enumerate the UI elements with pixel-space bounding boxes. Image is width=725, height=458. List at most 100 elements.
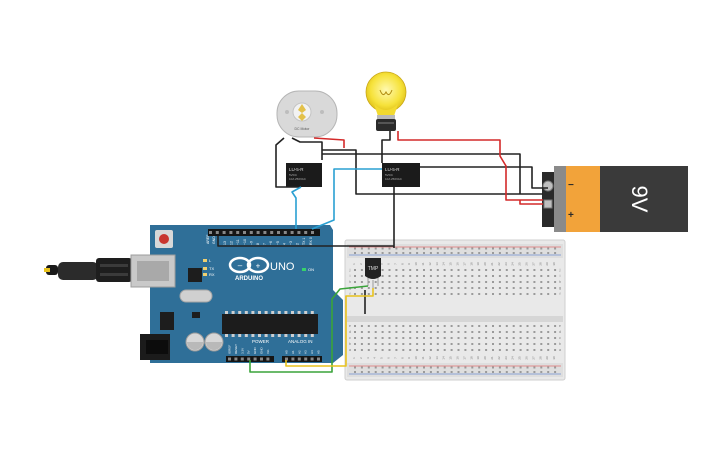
- breadboard-hole[interactable]: [478, 371, 481, 373]
- breadboard-hole[interactable]: [547, 371, 550, 373]
- breadboard-hole[interactable]: [388, 343, 391, 345]
- breadboard-hole[interactable]: [443, 337, 446, 339]
- breadboard-hole[interactable]: [540, 275, 543, 277]
- breadboard-hole[interactable]: [388, 247, 391, 250]
- breadboard-hole[interactable]: [367, 343, 370, 345]
- breadboard-hole[interactable]: [388, 349, 391, 351]
- breadboard-hole[interactable]: [450, 343, 453, 345]
- wire-bulb-to-battery-pos[interactable]: [397, 131, 543, 201]
- breadboard-hole[interactable]: [381, 281, 384, 283]
- breadboard-hole[interactable]: [374, 366, 377, 369]
- breadboard-hole[interactable]: [374, 287, 377, 289]
- breadboard-hole[interactable]: [367, 281, 370, 283]
- breadboard-hole[interactable]: [485, 366, 488, 369]
- breadboard-hole[interactable]: [381, 252, 384, 254]
- breadboard-hole[interactable]: [423, 293, 425, 295]
- breadboard-hole[interactable]: [429, 269, 432, 271]
- breadboard-hole[interactable]: [423, 349, 425, 351]
- breadboard-hole[interactable]: [423, 331, 425, 333]
- breadboard-hole[interactable]: [381, 287, 384, 289]
- header-pin[interactable]: [253, 357, 257, 361]
- header-pin[interactable]: [270, 231, 274, 234]
- breadboard-hole[interactable]: [443, 281, 446, 283]
- breadboard-hole[interactable]: [519, 281, 522, 283]
- breadboard-hole[interactable]: [402, 343, 405, 345]
- breadboard-hole[interactable]: [512, 371, 515, 373]
- breadboard-hole[interactable]: [498, 275, 501, 277]
- breadboard-hole[interactable]: [485, 331, 488, 333]
- breadboard-hole[interactable]: [416, 269, 419, 271]
- breadboard-hole[interactable]: [423, 366, 425, 369]
- breadboard-hole[interactable]: [512, 366, 515, 369]
- breadboard-hole[interactable]: [354, 275, 356, 277]
- breadboard-hole[interactable]: [519, 247, 522, 250]
- breadboard-hole[interactable]: [526, 343, 529, 345]
- breadboard-hole[interactable]: [554, 337, 557, 339]
- breadboard-hole[interactable]: [512, 252, 515, 254]
- breadboard-hole[interactable]: [395, 293, 398, 295]
- breadboard-hole[interactable]: [478, 252, 481, 254]
- breadboard-hole[interactable]: [547, 281, 550, 283]
- wire-relay2-to-battery-neg[interactable]: [420, 166, 548, 189]
- breadboard-hole[interactable]: [367, 366, 370, 369]
- breadboard-hole[interactable]: [478, 293, 481, 295]
- breadboard-hole[interactable]: [547, 366, 550, 369]
- breadboard-hole[interactable]: [526, 349, 529, 351]
- wire-battery-pos-link[interactable]: [519, 200, 543, 205]
- breadboard-hole[interactable]: [360, 325, 363, 327]
- breadboard-hole[interactable]: [512, 281, 515, 283]
- breadboard-hole[interactable]: [443, 371, 446, 373]
- breadboard-hole[interactable]: [464, 366, 467, 369]
- breadboard-hole[interactable]: [374, 325, 377, 327]
- breadboard-hole[interactable]: [450, 269, 453, 271]
- breadboard-hole[interactable]: [478, 325, 481, 327]
- breadboard-hole[interactable]: [505, 281, 508, 283]
- breadboard-hole[interactable]: [457, 247, 460, 250]
- breadboard-hole[interactable]: [492, 281, 494, 283]
- wire-relay-common[interactable]: [322, 153, 521, 194]
- breadboard-hole[interactable]: [498, 343, 501, 345]
- breadboard-hole[interactable]: [492, 349, 494, 351]
- breadboard-hole[interactable]: [505, 287, 508, 289]
- breadboard-hole[interactable]: [471, 366, 474, 369]
- breadboard-hole[interactable]: [519, 371, 522, 373]
- breadboard-hole[interactable]: [492, 337, 494, 339]
- breadboard-hole[interactable]: [409, 337, 412, 339]
- breadboard-hole[interactable]: [450, 337, 453, 339]
- breadboard-hole[interactable]: [409, 331, 412, 333]
- breadboard-hole[interactable]: [354, 337, 356, 339]
- header-pin[interactable]: [256, 231, 260, 234]
- battery-positive-terminal[interactable]: [543, 199, 553, 209]
- breadboard-hole[interactable]: [388, 331, 391, 333]
- breadboard-hole[interactable]: [360, 366, 363, 369]
- breadboard-hole[interactable]: [457, 343, 460, 345]
- breadboard-hole[interactable]: [416, 366, 419, 369]
- breadboard-hole[interactable]: [367, 287, 370, 289]
- breadboard-hole[interactable]: [388, 325, 391, 327]
- breadboard-hole[interactable]: [450, 325, 453, 327]
- breadboard-hole[interactable]: [505, 247, 508, 250]
- breadboard-hole[interactable]: [498, 325, 501, 327]
- breadboard-hole[interactable]: [395, 247, 398, 250]
- breadboard-hole[interactable]: [512, 337, 515, 339]
- breadboard-hole[interactable]: [519, 337, 522, 339]
- wire-motor-to-relay1-b[interactable]: [291, 137, 323, 160]
- wire-pin-to-relay2[interactable]: [311, 168, 382, 230]
- breadboard-hole[interactable]: [547, 331, 550, 333]
- breadboard-hole[interactable]: [381, 275, 384, 277]
- breadboard-hole[interactable]: [436, 371, 439, 373]
- breadboard-hole[interactable]: [457, 252, 460, 254]
- breadboard-hole[interactable]: [533, 247, 536, 250]
- breadboard-hole[interactable]: [533, 252, 536, 254]
- breadboard-hole[interactable]: [429, 293, 432, 295]
- breadboard-hole[interactable]: [519, 269, 522, 271]
- breadboard-hole[interactable]: [367, 293, 370, 295]
- breadboard-hole[interactable]: [492, 269, 494, 271]
- breadboard-hole[interactable]: [505, 325, 508, 327]
- breadboard-hole[interactable]: [498, 337, 501, 339]
- breadboard-hole[interactable]: [402, 287, 405, 289]
- breadboard-hole[interactable]: [526, 337, 529, 339]
- breadboard-hole[interactable]: [436, 337, 439, 339]
- breadboard-hole[interactable]: [354, 331, 356, 333]
- breadboard-hole[interactable]: [485, 269, 488, 271]
